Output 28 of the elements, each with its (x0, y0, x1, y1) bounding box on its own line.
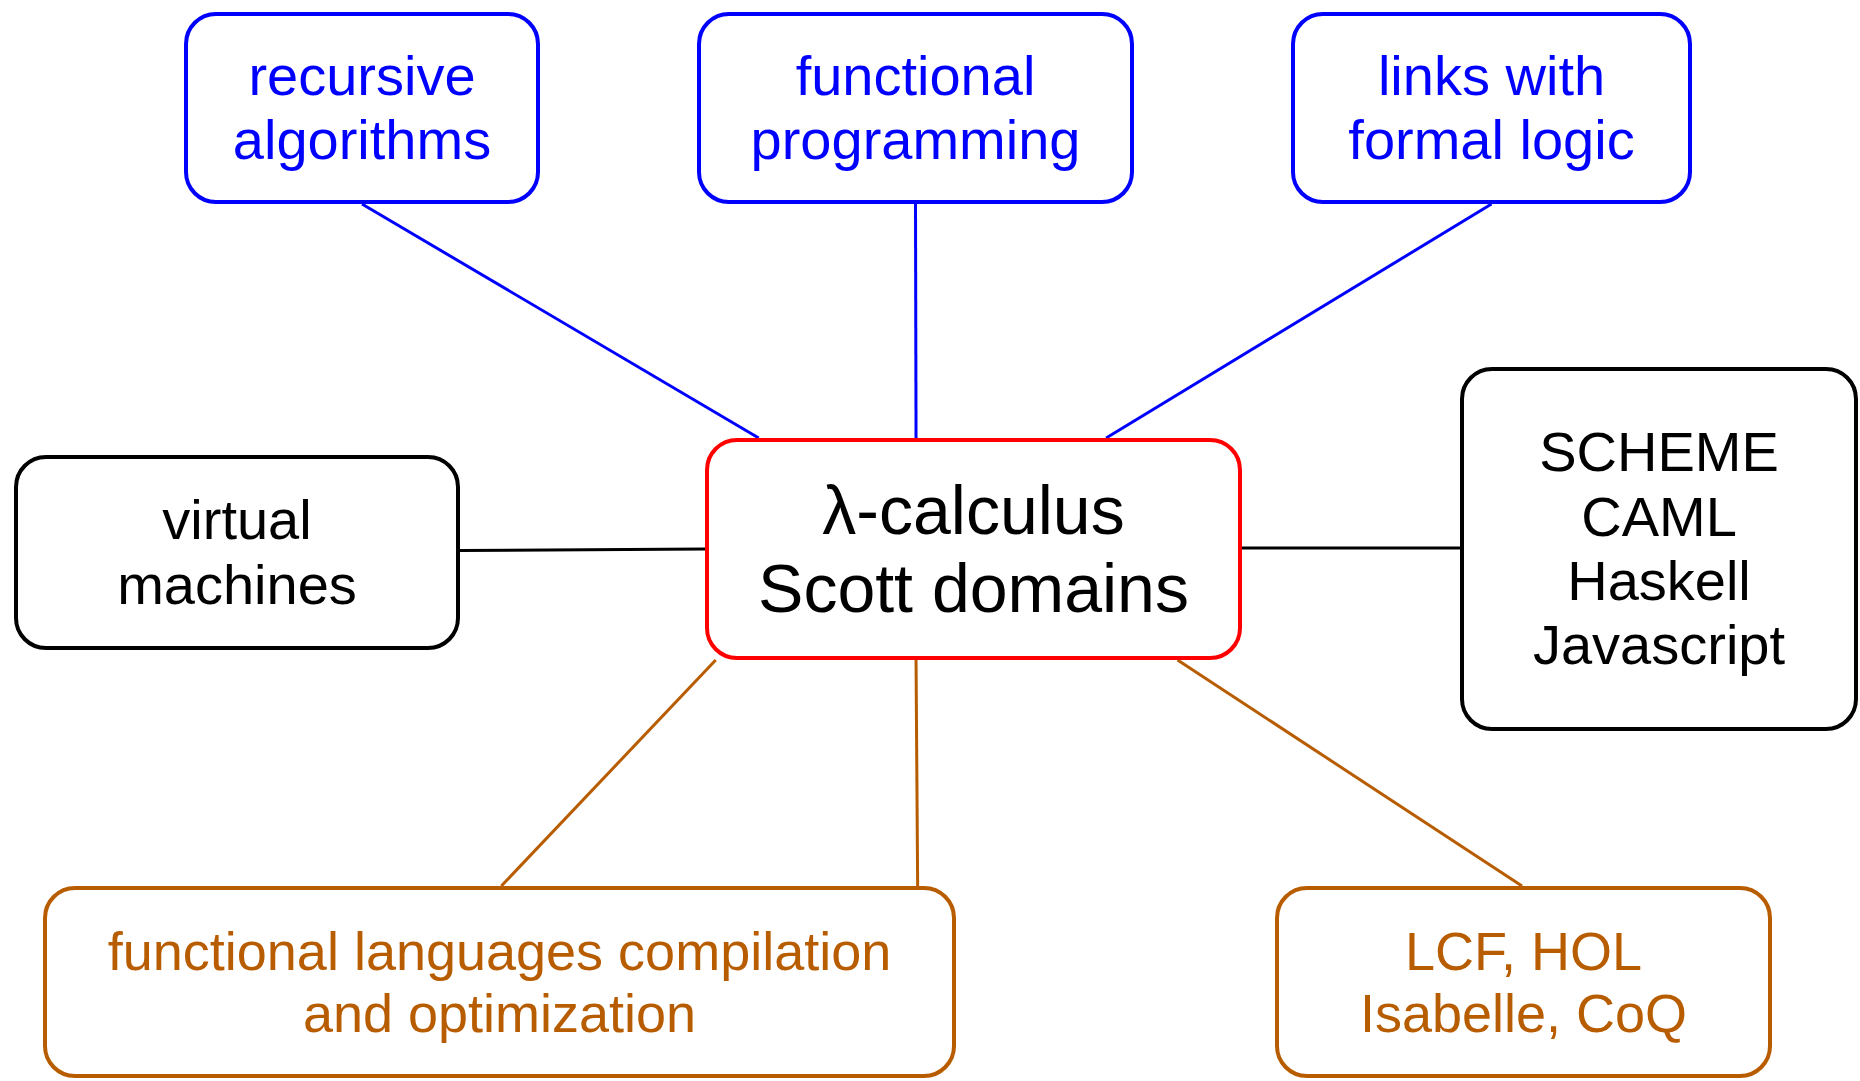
topic-text: SCHEME (1539, 420, 1779, 485)
topic-text: recursive algorithms (231, 43, 493, 173)
connector-line (914, 204, 918, 438)
topic-text: virtual machines (116, 488, 358, 617)
topic-box (184, 12, 540, 204)
connector-line (1176, 658, 1523, 888)
topic-text: Haskell (1567, 549, 1751, 614)
connector-line (361, 202, 760, 440)
topic-box (697, 12, 1134, 204)
connector-line (460, 547, 705, 553)
connector-line (914, 660, 920, 886)
connector-line (1105, 202, 1493, 440)
topic-text: LCF, HOL Isabelle, CoQ (1358, 919, 1689, 1045)
topic-box (1460, 367, 1858, 731)
topic-text: λ-calculus (822, 470, 1125, 549)
topic-box (1291, 12, 1692, 204)
topic-box (14, 455, 460, 650)
topic-text: Scott domains (758, 549, 1189, 628)
topic-text: links with formal logic (1347, 43, 1636, 173)
topic-box (705, 438, 1242, 660)
topic-text: Javascript (1532, 613, 1786, 678)
connector-line (500, 658, 717, 888)
connector-line (1242, 546, 1460, 550)
topic-box (43, 886, 956, 1078)
topic-text: functional languages compilation and optimization (106, 919, 893, 1045)
topic-text: functional programming (749, 43, 1082, 173)
topic-box (1275, 886, 1772, 1078)
topic-text: CAML (1581, 484, 1737, 549)
